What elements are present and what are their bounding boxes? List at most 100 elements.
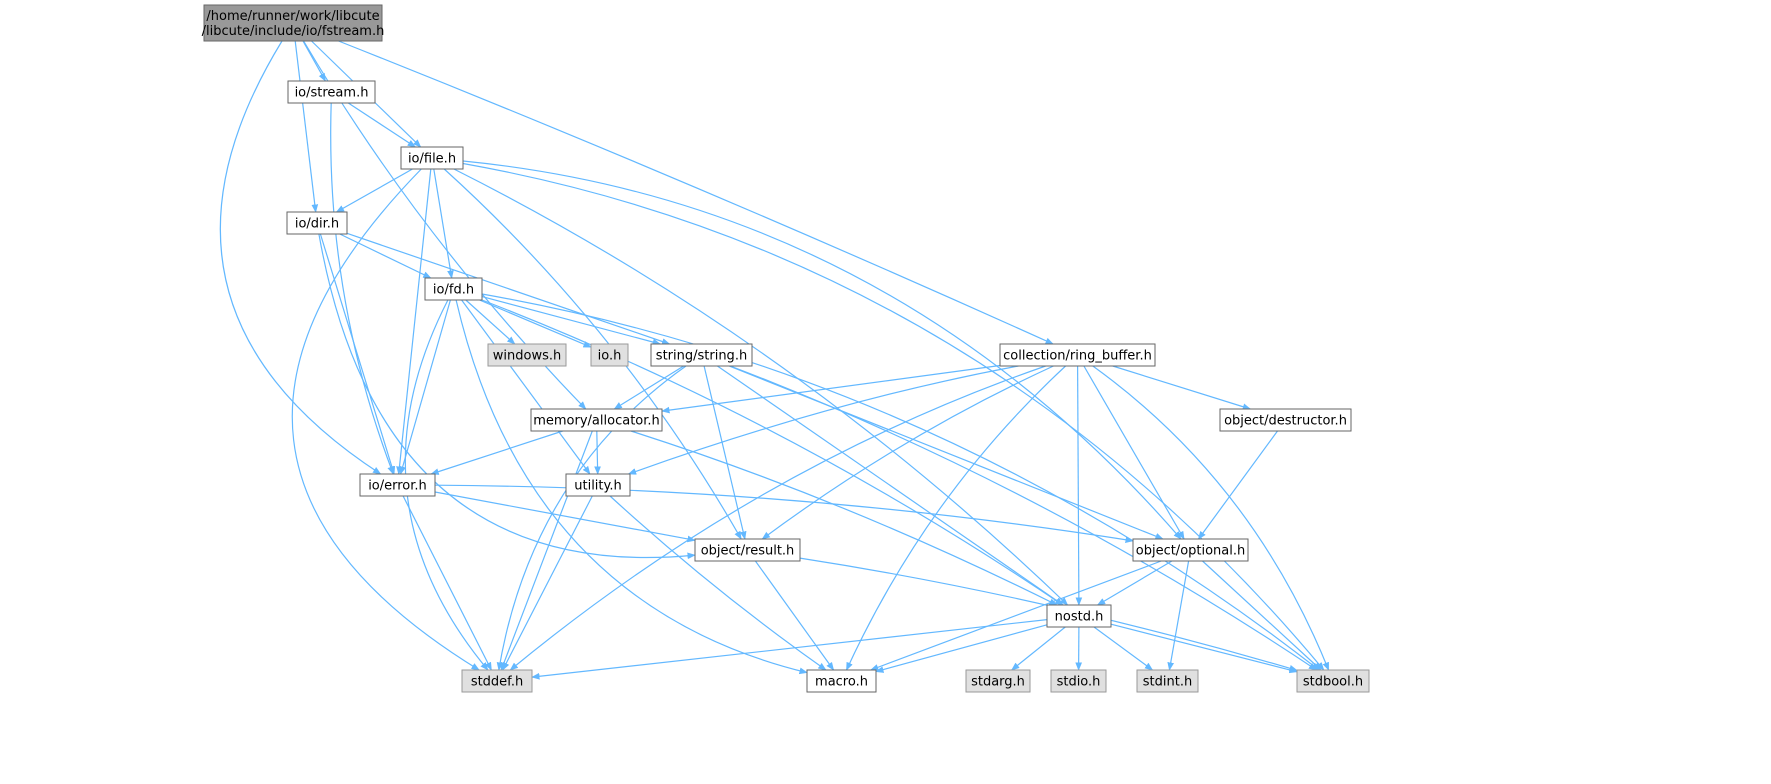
node-io: io.h	[590, 343, 629, 367]
edge-ring-to-utility	[627, 365, 1019, 475]
node-label: io/dir.h	[295, 217, 339, 232]
edge-error-to-optional	[434, 484, 1134, 544]
node-stdint: stdint.h	[1136, 669, 1199, 693]
edge-optional-to-stdint	[1167, 560, 1190, 671]
edge-ring-to-stdbool	[1092, 365, 1330, 671]
edge-allocator-to-utility	[594, 430, 601, 475]
node-macro[interactable]: macro.h	[806, 669, 877, 693]
node-label: collection/ring_buffer.h	[1003, 349, 1152, 364]
node-stdarg: stdarg.h	[965, 669, 1031, 693]
edge-dir-to-fd	[339, 233, 432, 279]
node-label: io/file.h	[408, 152, 456, 167]
node-box	[530, 408, 663, 432]
node-box	[1046, 604, 1112, 628]
edge-fstream-to-error	[219, 40, 382, 475]
node-file[interactable]: io/file.h	[400, 146, 464, 170]
edge-utility-to-stddef	[502, 495, 593, 671]
node-stream[interactable]: io/stream.h	[287, 80, 376, 104]
edge-ring-to-allocator	[661, 364, 1001, 414]
node-fstream[interactable]: /home/runner/work/libcute/libcute/includ…	[202, 4, 385, 42]
node-label: io/stream.h	[295, 86, 369, 101]
node-string[interactable]: string/string.h	[650, 343, 753, 367]
node-label: object/result.h	[701, 544, 795, 559]
edge-string-to-nostd	[717, 365, 1064, 606]
node-optional[interactable]: object/optional.h	[1132, 538, 1249, 562]
edge-allocator-to-nostd	[630, 430, 1058, 606]
node-result[interactable]: object/result.h	[694, 538, 801, 562]
node-box	[400, 146, 464, 170]
edge-allocator-to-error	[430, 430, 563, 475]
edge-stream-to-file	[347, 102, 417, 148]
node-box	[694, 538, 801, 562]
node-label: stdbool.h	[1303, 675, 1363, 690]
node-allocator[interactable]: memory/allocator.h	[530, 408, 663, 432]
node-label: macro.h	[815, 675, 868, 690]
edge-optional-to-stdbool	[1202, 560, 1322, 671]
node-error[interactable]: io/error.h	[359, 473, 436, 497]
node-box	[461, 669, 533, 693]
edge-destructor-to-optional	[1198, 430, 1278, 540]
edge-file-to-nostd	[453, 168, 1069, 606]
node-box	[487, 343, 567, 367]
edge-dir-to-error	[319, 233, 396, 475]
nodes-layer: /home/runner/work/libcute/libcute/includ…	[202, 4, 1370, 693]
node-windows: windows.h	[487, 343, 567, 367]
node-ring[interactable]: collection/ring_buffer.h	[999, 343, 1156, 367]
node-label: io/error.h	[368, 479, 427, 494]
node-box	[1132, 538, 1249, 562]
node-box	[286, 211, 348, 235]
node-stdbool: stdbool.h	[1296, 669, 1370, 693]
node-label: string/string.h	[656, 349, 747, 364]
node-label: /libcute/include/io/fstream.h	[202, 24, 385, 39]
edge-ring-to-optional	[1083, 365, 1185, 540]
edge-allocator-to-stddef	[500, 430, 593, 671]
node-destructor[interactable]: object/destructor.h	[1219, 408, 1352, 432]
node-fd[interactable]: io/fd.h	[424, 277, 483, 301]
edge-file-to-result	[443, 168, 742, 540]
node-label: io.h	[598, 349, 622, 364]
edge-fstream-to-stream	[302, 40, 326, 82]
edge-nostd-to-stdbool	[1110, 623, 1298, 674]
edge-utility-to-macro	[609, 495, 827, 671]
node-box	[565, 473, 631, 497]
edge-ring-to-stddef	[509, 365, 1046, 671]
edge-fstream-to-dir	[294, 40, 319, 213]
node-label: memory/allocator.h	[533, 414, 660, 429]
edge-fd-to-windows	[465, 299, 516, 345]
node-label: stddef.h	[471, 675, 523, 690]
edge-file-to-optional	[462, 160, 1182, 540]
edge-file-to-fd	[433, 168, 454, 279]
edge-string-to-stddef	[496, 365, 687, 671]
node-box	[650, 343, 753, 367]
node-utility[interactable]: utility.h	[565, 473, 631, 497]
edge-fd-to-error	[399, 299, 451, 475]
node-box	[359, 473, 436, 497]
node-label: /home/runner/work/libcute	[206, 9, 379, 24]
edge-fd-to-stdbool	[481, 293, 1320, 671]
edge-fd-to-utility	[461, 299, 591, 475]
node-box	[965, 669, 1031, 693]
node-stdio: stdio.h	[1050, 669, 1107, 693]
edge-ring-to-nostd	[1075, 365, 1083, 606]
edge-fd-to-io	[479, 299, 592, 348]
node-box	[1050, 669, 1107, 693]
edges-layer	[219, 40, 1330, 680]
edge-nostd-to-macro	[875, 624, 1048, 673]
edge-optional-to-macro	[870, 560, 1162, 671]
edge-fd-to-macro	[455, 299, 808, 675]
node-label: stdio.h	[1057, 675, 1101, 690]
edge-ring-to-macro	[845, 365, 1067, 671]
node-box	[424, 277, 483, 301]
node-box	[1296, 669, 1370, 693]
edge-file-to-dir	[335, 168, 413, 213]
node-box	[1219, 408, 1352, 432]
node-label: stdint.h	[1143, 675, 1192, 690]
node-box	[590, 343, 629, 367]
node-label: io/fd.h	[433, 283, 474, 298]
edge-error-to-result	[434, 491, 696, 543]
node-nostd[interactable]: nostd.h	[1046, 604, 1112, 628]
edge-fstream-to-ring	[338, 40, 1054, 345]
node-dir[interactable]: io/dir.h	[286, 211, 348, 235]
edge-nostd-to-stdint	[1093, 626, 1154, 671]
edge-string-to-optional	[728, 365, 1164, 540]
